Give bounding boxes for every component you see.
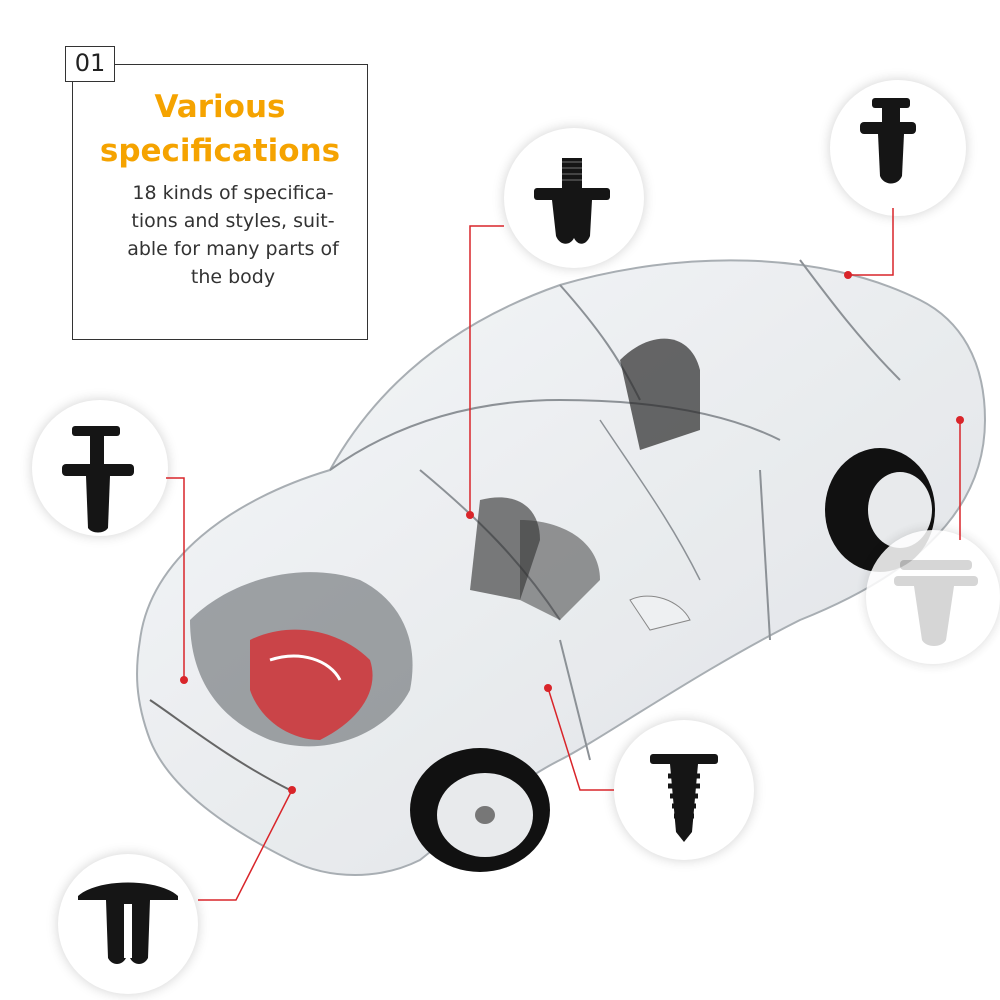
clip-bubble-top-right xyxy=(830,80,966,216)
desc-line-4: the body xyxy=(190,266,276,288)
title-line-2: specifications xyxy=(99,133,341,169)
info-box: 01 Various specifications 18 kinds of sp… xyxy=(65,46,368,340)
feature-description: 18 kinds of specifica- tions and styles,… xyxy=(83,179,383,291)
clip-bubble-right xyxy=(866,530,1000,664)
push-rivet-clip-icon xyxy=(894,560,978,646)
push-rivet-clip-icon xyxy=(78,882,178,964)
clip-bubble-bottom-left xyxy=(58,854,198,994)
push-rivet-clip-icon xyxy=(860,98,916,184)
title-line-1: Various xyxy=(154,89,286,125)
clip-bubble-bottom-right xyxy=(614,720,754,860)
push-rivet-clip-icon xyxy=(534,158,610,244)
push-rivet-clip-icon xyxy=(62,426,134,533)
desc-line-1: 18 kinds of specifica- xyxy=(132,182,334,204)
push-rivet-clip-icon xyxy=(650,754,718,842)
desc-line-2: tions and styles, suit- xyxy=(131,210,335,232)
section-number-badge: 01 xyxy=(65,46,115,82)
desc-line-3: able for many parts of xyxy=(127,238,339,260)
feature-title: Various specifications xyxy=(73,85,367,173)
clip-bubble-top-center xyxy=(504,128,644,268)
clip-bubble-left xyxy=(32,400,168,536)
